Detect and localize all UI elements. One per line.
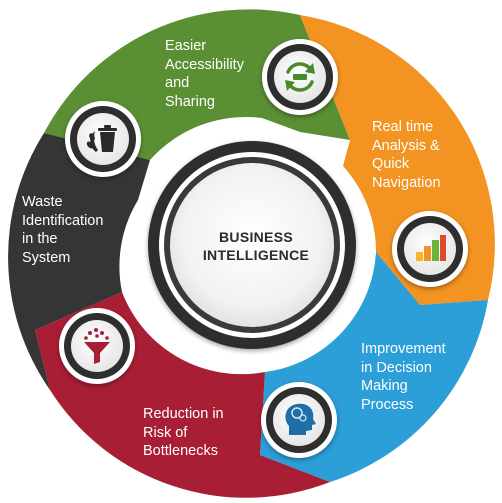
label-line: Making <box>361 378 408 394</box>
label-line: Analysis & <box>372 137 440 154</box>
label-line: in Decision <box>361 359 432 376</box>
segment-dark <box>8 133 150 390</box>
center-disk <box>170 163 334 327</box>
segment-label-green: Easier Accessibility and Sharing <box>165 37 244 111</box>
label-line: Quick <box>372 156 410 172</box>
label-line: Reduction in <box>143 406 224 422</box>
label-line: Risk of <box>143 424 188 441</box>
segment-label-blue: Improvement in Decision Making Process <box>361 340 446 414</box>
bar-chart-icon <box>416 235 446 261</box>
ring-segments <box>8 9 495 498</box>
label-line: Bottlenecks <box>143 443 218 459</box>
label-line: Real time <box>372 119 434 135</box>
recycle-bin-icon <box>86 125 117 152</box>
label-line: System <box>22 249 71 266</box>
center-title-line2: INTELLIGENCE <box>202 247 310 263</box>
segment-label-dark: Waste Identification in the System <box>22 193 103 267</box>
segment-label-red: Reduction in Risk of Bottlenecks <box>143 405 224 461</box>
label-line: Identification <box>22 212 104 229</box>
brain-head-icon <box>285 403 316 435</box>
funnel-icon <box>84 328 110 364</box>
label-line: Improvement <box>361 341 446 357</box>
label-line: Accessibility <box>165 56 244 73</box>
label-line: Waste <box>22 194 63 210</box>
segment-label-orange: Real time Analysis & Quick Navigation <box>372 118 441 192</box>
center-title-line1: BUSINESS <box>219 229 293 245</box>
sync-arrows-icon <box>285 62 315 92</box>
label-line: in the <box>22 231 58 247</box>
label-line: Easier <box>165 38 207 54</box>
label-line: and <box>165 75 190 91</box>
label-line: Navigation <box>372 174 441 191</box>
label-line: Sharing <box>165 93 215 110</box>
center-title: BUSINESS INTELLIGENCE <box>196 228 316 264</box>
label-line: Process <box>361 396 414 413</box>
